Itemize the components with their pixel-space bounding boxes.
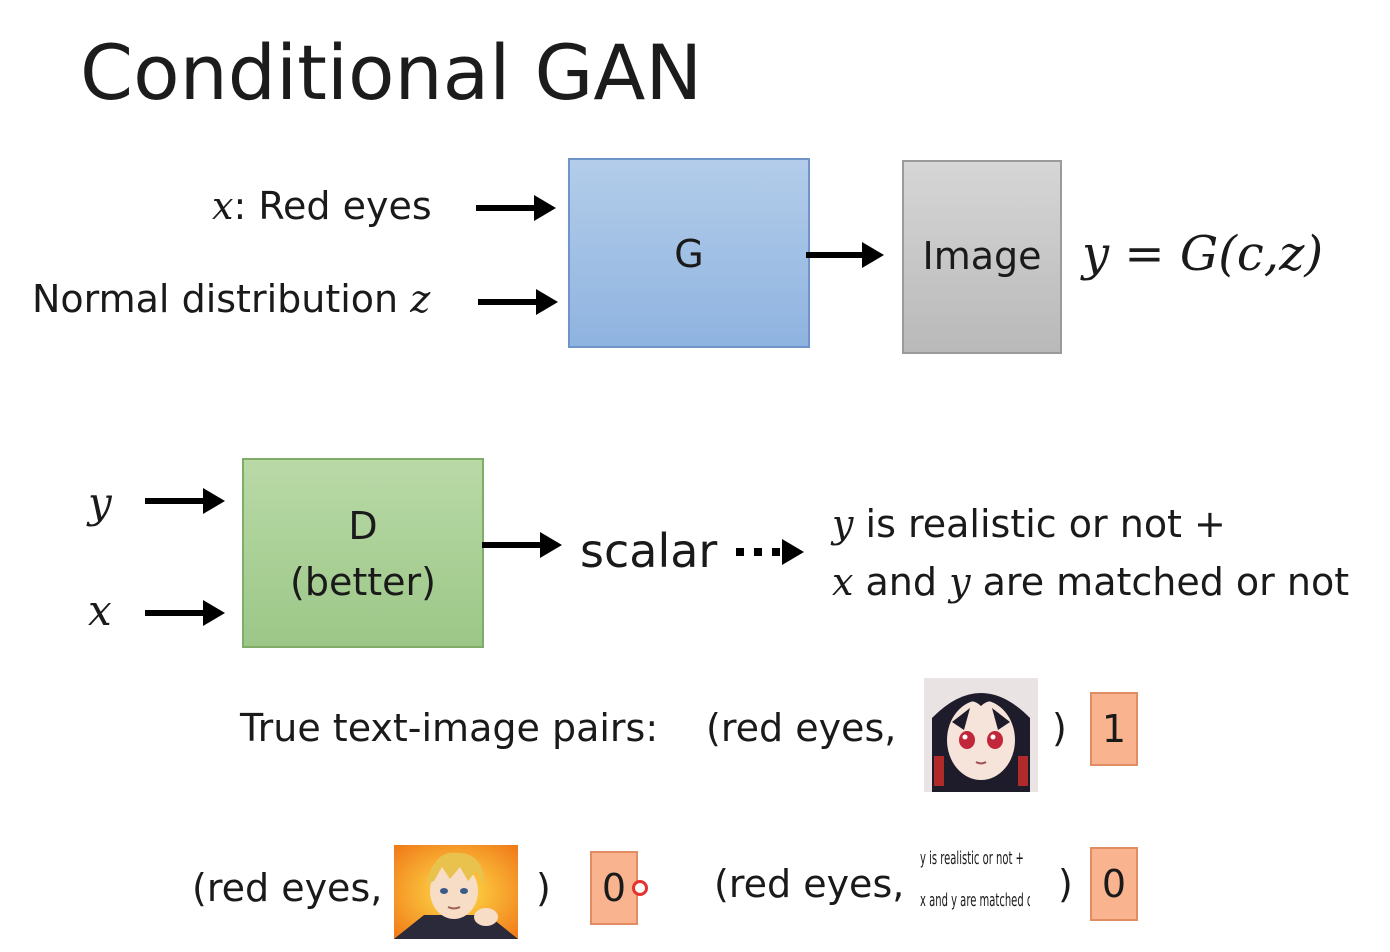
- x-variable: x: [212, 184, 234, 228]
- result-line-1: y is realistic or not +: [832, 502, 1226, 546]
- text-image-line-1: y is realistic or not +: [920, 849, 1024, 870]
- true-pair-open: (red eyes,: [706, 706, 897, 750]
- result-line-1-text: is realistic or not +: [853, 502, 1226, 546]
- arrow-d-to-scalar: [482, 532, 562, 558]
- false-pair-1-score: 0: [590, 851, 638, 925]
- generator-equation: y = G(c,z): [1082, 226, 1324, 282]
- discriminator-sublabel: (better): [290, 560, 436, 604]
- anime-girl-icon: [924, 678, 1038, 792]
- slide-title: Conditional GAN: [80, 28, 703, 117]
- scalar-label: scalar: [580, 524, 718, 578]
- false-pair-1-close: ): [536, 866, 551, 910]
- result-y-var-2: y: [949, 560, 971, 604]
- arrow-x-to-g: [476, 195, 556, 221]
- anime-girl-red-eyes-image: [924, 678, 1038, 792]
- false-pair-2-close: ): [1058, 862, 1073, 906]
- arrow-g-to-image: [806, 242, 884, 268]
- text-image-line-2: x and y are matched or not: [920, 891, 1030, 912]
- generator-input-z-label: Normal distribution z: [32, 277, 430, 321]
- normal-distribution-text: Normal distribution: [32, 277, 411, 321]
- result-y-var: y: [832, 502, 854, 546]
- generator-box: G: [568, 158, 810, 348]
- result-line-2: x and y are matched or not: [832, 560, 1349, 604]
- false-pair-2-open: (red eyes,: [714, 862, 905, 906]
- true-pair-score: 1: [1090, 692, 1138, 766]
- anime-boy-image: [394, 845, 518, 939]
- anime-boy-icon: [394, 845, 518, 939]
- image-box: Image: [902, 160, 1062, 354]
- text-as-image: y is realistic or not + x and y are matc…: [920, 846, 1030, 918]
- pointer-dot: [632, 880, 648, 896]
- result-x-var: x: [832, 560, 854, 604]
- z-variable: z: [410, 277, 431, 321]
- image-label: Image: [922, 234, 1042, 278]
- true-pairs-label: True text-image pairs:: [240, 706, 659, 750]
- dashed-arrow: [736, 539, 816, 565]
- generator-input-x-label: x: Red eyes: [212, 184, 432, 228]
- false-pair-2-score: 0: [1090, 847, 1138, 921]
- d-input-y: y: [88, 478, 112, 527]
- result-and-text: and: [853, 560, 950, 604]
- arrow-y-to-d: [145, 488, 225, 514]
- false-pair-1-open: (red eyes,: [192, 866, 383, 910]
- result-line-2-text: are matched or not: [970, 560, 1350, 604]
- d-input-x: x: [88, 586, 112, 635]
- generator-label: G: [674, 232, 704, 276]
- discriminator-box: D (better): [242, 458, 484, 648]
- discriminator-label: D: [348, 504, 378, 548]
- arrow-x-to-d: [145, 600, 225, 626]
- red-eyes-text: : Red eyes: [233, 184, 432, 228]
- true-pair-close: ): [1052, 706, 1067, 750]
- arrow-z-to-g: [478, 289, 558, 315]
